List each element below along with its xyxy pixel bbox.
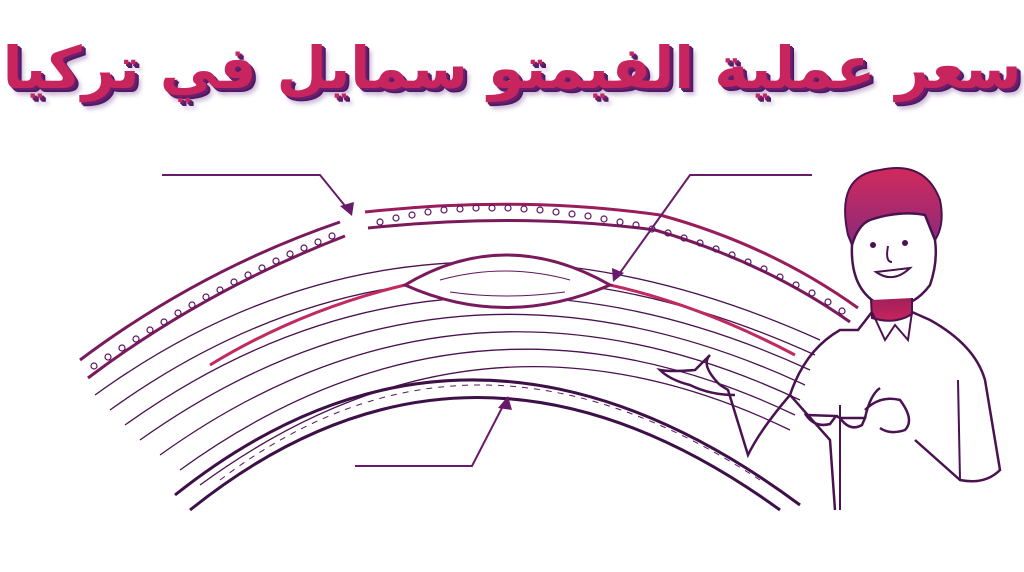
- lenticule: [401, 253, 614, 309]
- face: [850, 212, 938, 308]
- callout-top-left: [162, 174, 351, 213]
- arrow-head-icon: [498, 396, 512, 410]
- presenter-figure: [656, 167, 1002, 511]
- callout-bottom: [355, 401, 506, 467]
- glasses-icon: [803, 386, 881, 429]
- epithelium-layer: [79, 202, 859, 380]
- arrow-head-icon: [612, 268, 624, 282]
- page-title: سعر عملية الفيمتو سمايل في تركيا: [2, 34, 1022, 102]
- shirt: [788, 310, 1002, 511]
- callout-top-right: [616, 174, 812, 278]
- arrow-head-icon: [340, 202, 354, 216]
- endothelium-layer: [174, 378, 801, 512]
- incision-plane: [209, 283, 406, 367]
- hand: [656, 354, 736, 397]
